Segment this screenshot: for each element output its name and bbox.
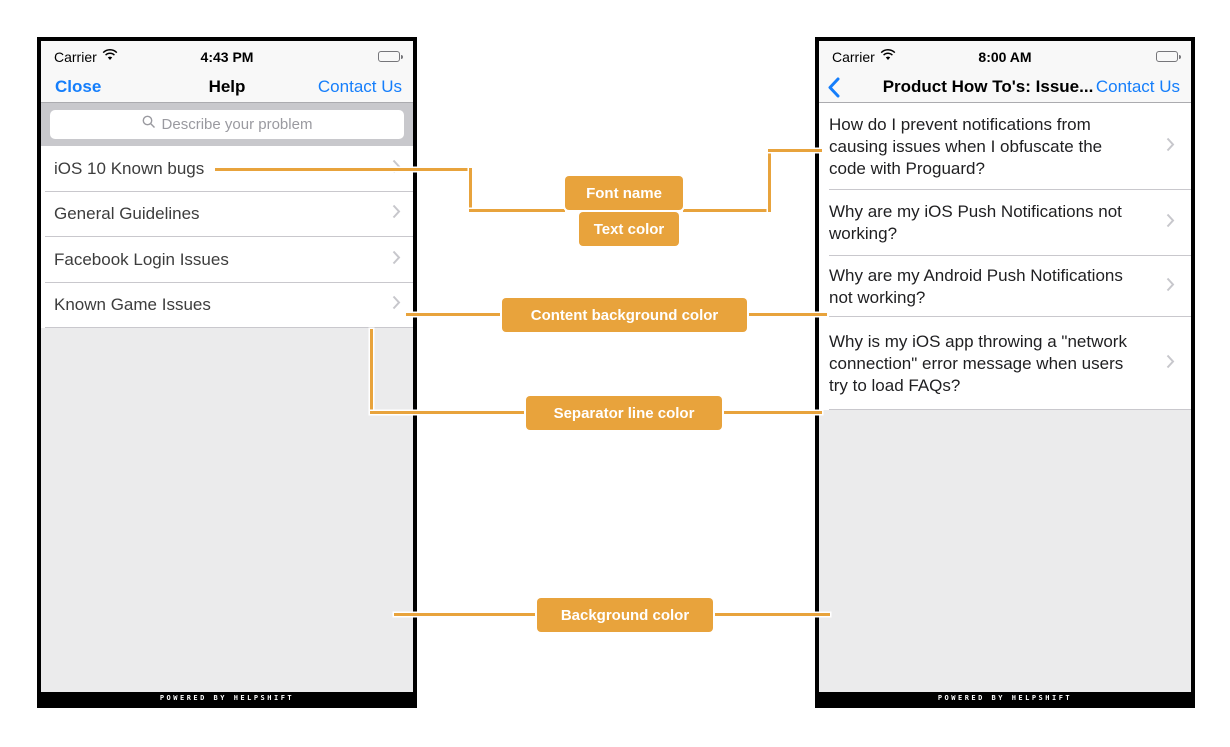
- contact-us-button[interactable]: Contact Us: [317, 77, 402, 96]
- connector-line: [768, 149, 771, 212]
- list-item[interactable]: Why are my iOS Push Notifications not wo…: [819, 190, 1191, 256]
- list-item-label: Facebook Login Issues: [54, 249, 229, 269]
- list-item[interactable]: How do I prevent notifications from caus…: [819, 103, 1191, 190]
- list-item[interactable]: General Guidelines: [41, 191, 413, 237]
- search-input[interactable]: Describe your problem: [50, 110, 404, 139]
- chevron-right-icon: [392, 204, 401, 224]
- faq-list-screen-phone: Carrier 8:00 AM Product How To's: Issue.…: [815, 37, 1195, 708]
- connector-line: [394, 613, 537, 616]
- separator-line-badge: Separator line color: [526, 396, 722, 430]
- connector-line: [713, 613, 830, 616]
- contact-us-button[interactable]: Contact Us: [1095, 77, 1180, 96]
- back-chevron-icon[interactable]: [827, 77, 840, 103]
- battery-icon: [1156, 51, 1181, 62]
- powered-by-helpshift-bar: POWERED BY HELPSHIFT: [41, 692, 413, 704]
- wifi-icon: [880, 48, 896, 66]
- wifi-icon: [102, 48, 118, 66]
- connector-line: [406, 313, 502, 316]
- clock-label: 4:43 PM: [200, 48, 254, 65]
- chevron-right-icon: [1166, 354, 1175, 374]
- connector-line: [722, 411, 822, 414]
- connector-line: [683, 209, 770, 212]
- empty-background-area: [41, 328, 413, 692]
- connector-line: [768, 149, 822, 152]
- search-icon: [142, 115, 156, 134]
- connector-line: [469, 168, 472, 213]
- status-bar: Carrier 4:43 PM: [41, 41, 413, 72]
- chevron-right-icon: [1166, 137, 1175, 157]
- chevron-right-icon: [392, 250, 401, 270]
- list-item[interactable]: Facebook Login Issues: [41, 237, 413, 283]
- powered-by-helpshift-bar: POWERED BY HELPSHIFT: [819, 692, 1191, 704]
- empty-background-area: [819, 410, 1191, 692]
- faq-question-list: How do I prevent notifications from caus…: [819, 103, 1191, 410]
- list-item[interactable]: Why is my iOS app throwing a "network co…: [819, 317, 1191, 410]
- faq-question-label: Why are my iOS Push Notifications not wo…: [829, 202, 1122, 243]
- list-item[interactable]: iOS 10 Known bugs: [41, 146, 413, 192]
- carrier-label: Carrier: [832, 48, 875, 65]
- search-bar-section: Describe your problem: [41, 103, 413, 146]
- connector-line: [469, 209, 565, 212]
- help-screen-phone: Carrier 4:43 PM Close Help Contact Us De…: [37, 37, 417, 708]
- list-item-label: iOS 10 Known bugs: [54, 158, 205, 178]
- faq-question-label: Why are my Android Push Notifications no…: [829, 265, 1123, 307]
- chevron-right-icon: [1166, 213, 1175, 233]
- background-color-badge: Background color: [537, 598, 713, 632]
- chevron-right-icon: [1166, 277, 1175, 297]
- connector-line: [747, 313, 827, 316]
- status-bar: Carrier 8:00 AM: [819, 41, 1191, 72]
- clock-label: 8:00 AM: [978, 48, 1032, 65]
- close-button[interactable]: Close: [55, 77, 102, 96]
- chevron-right-icon: [392, 295, 401, 315]
- list-item-label: General Guidelines: [54, 204, 200, 224]
- battery-icon: [378, 51, 403, 62]
- search-placeholder: Describe your problem: [161, 116, 313, 133]
- content-background-badge: Content background color: [502, 298, 747, 332]
- faq-question-label: How do I prevent notifications from caus…: [829, 114, 1103, 178]
- page-title: Help: [208, 77, 246, 96]
- text-color-badge: Text color: [579, 212, 679, 246]
- list-item[interactable]: Known Game Issues: [41, 282, 413, 328]
- faq-question-label: Why is my iOS app throwing a "network co…: [829, 331, 1127, 395]
- nav-bar: Product How To's: Issue... Contact Us: [819, 72, 1191, 103]
- nav-bar: Close Help Contact Us: [41, 72, 413, 103]
- list-item-label: Known Game Issues: [54, 295, 211, 315]
- connector-line: [215, 168, 472, 171]
- list-item[interactable]: Why are my Android Push Notifications no…: [819, 256, 1191, 317]
- carrier-label: Carrier: [54, 48, 97, 65]
- faq-section-list: iOS 10 Known bugs General Guidelines Fac…: [41, 146, 413, 328]
- page-title: Product How To's: Issue...: [882, 77, 1094, 96]
- connector-line: [370, 329, 373, 414]
- font-name-badge: Font name: [565, 176, 683, 210]
- connector-line: [370, 411, 526, 414]
